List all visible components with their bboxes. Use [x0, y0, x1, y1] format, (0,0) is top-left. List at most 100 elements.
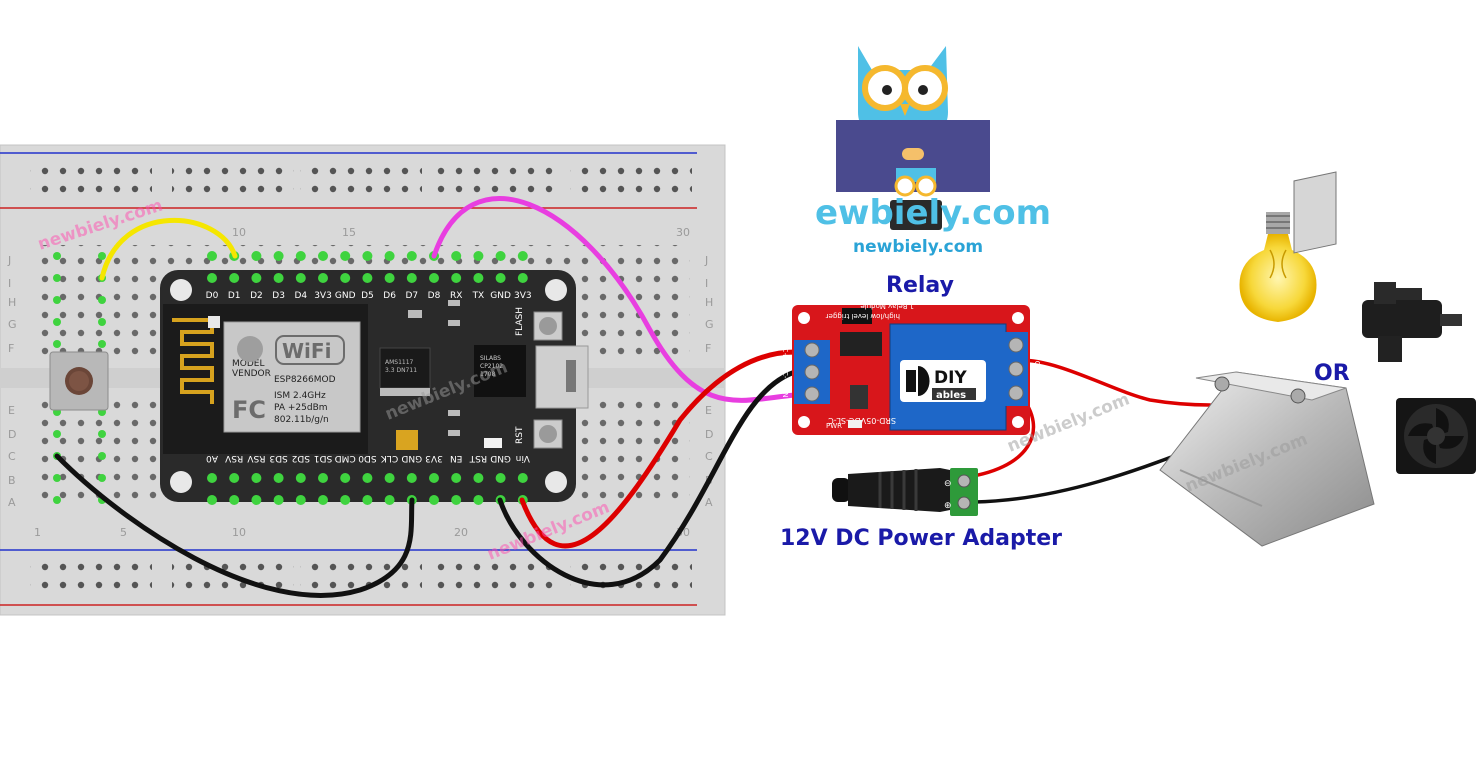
pin-label: SD3	[269, 453, 287, 463]
pin-label: D6	[383, 291, 396, 301]
header-pin	[362, 273, 373, 283]
light-bulb-icon	[1239, 212, 1317, 322]
header-pin	[451, 473, 462, 483]
header-pin	[451, 251, 462, 261]
header-pin	[384, 251, 395, 261]
header-pin	[495, 473, 506, 483]
pin-label: D8	[428, 291, 441, 301]
svg-text:A: A	[705, 496, 713, 509]
pin-label: D4	[294, 291, 307, 301]
svg-text:G: G	[8, 318, 17, 331]
relay-trigger: high/low level trigger	[826, 312, 900, 320]
relay-pin-label: IN	[781, 390, 789, 397]
flash-label: FLASH	[515, 307, 525, 336]
module-model: ESP8266MOD	[274, 375, 336, 385]
logo-wordmark: ewbiely.com	[815, 193, 1052, 233]
header-pin	[295, 273, 306, 283]
owl-logo-icon	[836, 46, 990, 230]
cooling-fan-icon	[1396, 398, 1476, 474]
header-pin	[251, 473, 262, 483]
header-pin	[340, 251, 351, 261]
pin-label: 3V3	[314, 291, 332, 301]
header-pin	[473, 273, 484, 283]
header-pin	[473, 495, 484, 505]
header-pin	[273, 251, 284, 261]
header-pin	[251, 495, 262, 505]
pin-label: CLK	[380, 453, 398, 463]
antenna-icon	[172, 318, 214, 404]
header-pin	[340, 273, 351, 283]
wires	[54, 196, 1217, 598]
relay-pin-label: COM	[1033, 361, 1041, 377]
header-pin	[473, 251, 484, 261]
header-pin	[273, 273, 284, 283]
relay-pin-label: NO	[1033, 388, 1041, 399]
pin-label: D7	[405, 291, 418, 301]
pin-label: TX	[472, 291, 485, 301]
header-pin	[251, 251, 262, 261]
header-pin	[229, 473, 240, 483]
header-pin	[340, 473, 351, 483]
header-pin	[295, 251, 306, 261]
header-pin	[295, 495, 306, 505]
pin-label: RST	[469, 453, 487, 463]
relay-label: Relay	[886, 273, 954, 298]
power-adapter-label: 12V DC Power Adapter	[780, 526, 1063, 551]
svg-text:I: I	[8, 277, 11, 290]
header-pin	[207, 473, 217, 483]
svg-text:J: J	[704, 254, 708, 267]
push-button-icon	[49, 351, 109, 411]
header-pin	[295, 473, 306, 483]
svg-text:D: D	[8, 428, 16, 441]
module-spec: PA +25dBm	[274, 403, 328, 413]
svg-text:C: C	[705, 450, 713, 463]
header-pin	[517, 251, 528, 261]
solenoid-lock-icon	[1159, 171, 1375, 547]
wifi-logo: WiFi	[282, 339, 331, 363]
wire-magenta	[431, 196, 798, 403]
capacitor	[396, 430, 418, 450]
svg-text:I: I	[705, 277, 708, 290]
pin-label: GND	[401, 453, 422, 463]
header-pin	[429, 473, 439, 483]
header-pin	[273, 495, 284, 505]
svg-text:H: H	[8, 296, 16, 309]
wire-black-gnd-button	[54, 453, 415, 598]
header-pin	[406, 473, 417, 483]
pin-label: RSV	[224, 453, 243, 463]
wire-red-com	[1018, 358, 1212, 407]
header-pin	[451, 273, 462, 283]
header-pin	[207, 273, 217, 283]
pin-label: SD2	[292, 453, 310, 463]
header-pin	[495, 273, 506, 283]
header-pin	[273, 473, 284, 483]
header-pin	[318, 251, 328, 261]
pin-label: RX	[450, 291, 462, 301]
column-number: 20	[454, 526, 468, 539]
svg-text:C: C	[8, 450, 16, 463]
pin-label: D2	[250, 291, 263, 301]
column-number: 30	[676, 226, 690, 239]
wire-red-vin	[519, 349, 798, 549]
logo-subtitle: newbiely.com	[853, 237, 984, 257]
header-pin	[318, 273, 328, 283]
pin-label: A0	[206, 453, 218, 463]
svg-text:B: B	[8, 474, 16, 487]
relay-pin-label: NC	[1033, 340, 1041, 350]
header-pin	[495, 251, 506, 261]
fcc-logo: FC	[232, 396, 266, 424]
header-pin	[451, 495, 462, 505]
relay-pwr-label: PWR	[826, 422, 842, 430]
header-pin	[362, 251, 373, 261]
svg-text:F: F	[8, 342, 14, 355]
header-pin	[473, 473, 484, 483]
pin-label: GND	[490, 453, 511, 463]
column-number: 5	[120, 526, 127, 539]
or-label: OR	[1314, 361, 1350, 386]
